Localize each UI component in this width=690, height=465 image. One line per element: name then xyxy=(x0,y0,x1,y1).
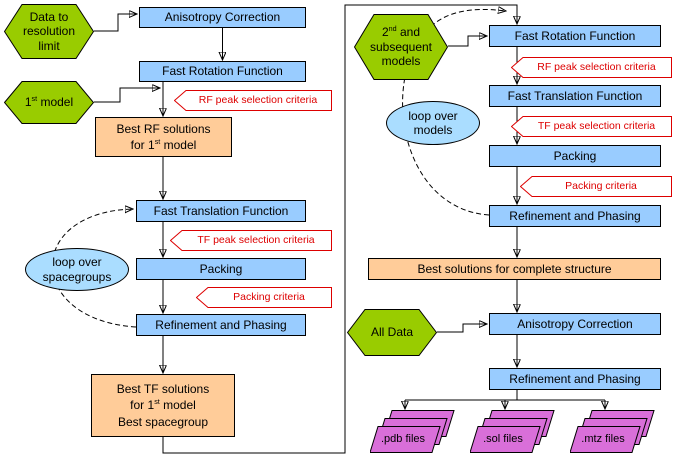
hexagon-icon xyxy=(354,14,448,80)
result-label: Best TF solutions for 1st model Best spa… xyxy=(116,382,210,429)
criteria-arrow-icon xyxy=(511,57,672,78)
process-refinement-phasing-left: Refinement and Phasing xyxy=(136,314,306,336)
multi-document-icon xyxy=(470,410,555,453)
process-fast-rotation-function-right: Fast Rotation Function xyxy=(489,25,661,47)
result-best-rf-solutions: Best RF solutions for 1st model xyxy=(95,117,232,157)
connector-left-to-right-column xyxy=(162,4,517,454)
loop-over-models: loop over models xyxy=(386,101,480,145)
process-fast-translation-function-left: Fast Translation Function xyxy=(136,200,306,222)
criteria-arrow-icon xyxy=(196,287,332,308)
process-packing-left: Packing xyxy=(136,258,306,280)
input-all-data: All Data xyxy=(347,309,437,356)
process-anisotropy-correction-left: Anisotropy Correction xyxy=(139,7,306,28)
criteria-rf-peak-selection-left: RF peak selection criteria xyxy=(174,90,332,111)
connector-output-branch xyxy=(405,390,605,401)
hexagon-label: 1st model xyxy=(24,94,74,110)
loop-models-dashed-arc xyxy=(402,9,506,216)
output-mtz-files: .mtz files xyxy=(570,410,655,454)
multi-document-icon xyxy=(370,410,455,453)
process-refinement-phasing-right: Refinement and Phasing xyxy=(489,205,661,227)
process-fast-translation-function-right: Fast Translation Function xyxy=(489,85,661,107)
result-best-solutions-complete-structure: Best solutions for complete structure xyxy=(368,258,661,280)
criteria-arrow-icon xyxy=(511,116,672,137)
input-data-to-resolution-limit: Data to resolution limit xyxy=(4,4,94,59)
input-subsequent-models: 2nd and subsequent models xyxy=(354,14,448,80)
multi-document-icon xyxy=(570,410,655,453)
process-fast-rotation-function-left: Fast Rotation Function xyxy=(139,61,306,82)
hexagon-icon xyxy=(4,4,94,59)
criteria-arrow-icon xyxy=(174,90,332,111)
arrow-first-model-hexagon xyxy=(94,88,160,103)
arrow-subsequent-models-hexagon xyxy=(448,36,487,47)
process-anisotropy-correction-right: Anisotropy Correction xyxy=(489,313,661,335)
input-first-model: 1st model xyxy=(4,81,94,124)
output-pdb-files: .pdb files xyxy=(370,410,455,454)
arrow-data-hexagon xyxy=(94,14,137,32)
criteria-arrow-icon xyxy=(520,176,672,197)
hexagon-icon xyxy=(347,309,437,356)
hexagon-icon xyxy=(4,81,94,124)
output-sol-files: .sol files xyxy=(470,410,555,454)
criteria-tf-peak-selection-left: TF peak selection criteria xyxy=(170,230,332,251)
arrow-all-data-hexagon xyxy=(437,324,487,333)
result-best-tf-solutions: Best TF solutions for 1st model Best spa… xyxy=(91,374,235,437)
criteria-rf-peak-selection-right: RF peak selection criteria xyxy=(511,57,672,78)
criteria-arrow-icon xyxy=(170,230,332,251)
hexagon-label: All Data xyxy=(370,325,414,340)
criteria-packing-left: Packing criteria xyxy=(196,287,332,308)
hexagon-label: Data to resolution limit xyxy=(22,9,76,53)
criteria-packing-right: Packing criteria xyxy=(520,176,672,197)
process-refinement-phasing-final: Refinement and Phasing xyxy=(489,368,661,390)
process-packing-right: Packing xyxy=(489,145,661,167)
criteria-tf-peak-selection-right: TF peak selection criteria xyxy=(511,116,672,137)
loop-over-spacegroups: loop over spacegroups xyxy=(25,248,129,291)
result-label: Best RF solutions for 1st model xyxy=(116,121,211,152)
hexagon-label: 2nd and subsequent models xyxy=(369,24,433,69)
